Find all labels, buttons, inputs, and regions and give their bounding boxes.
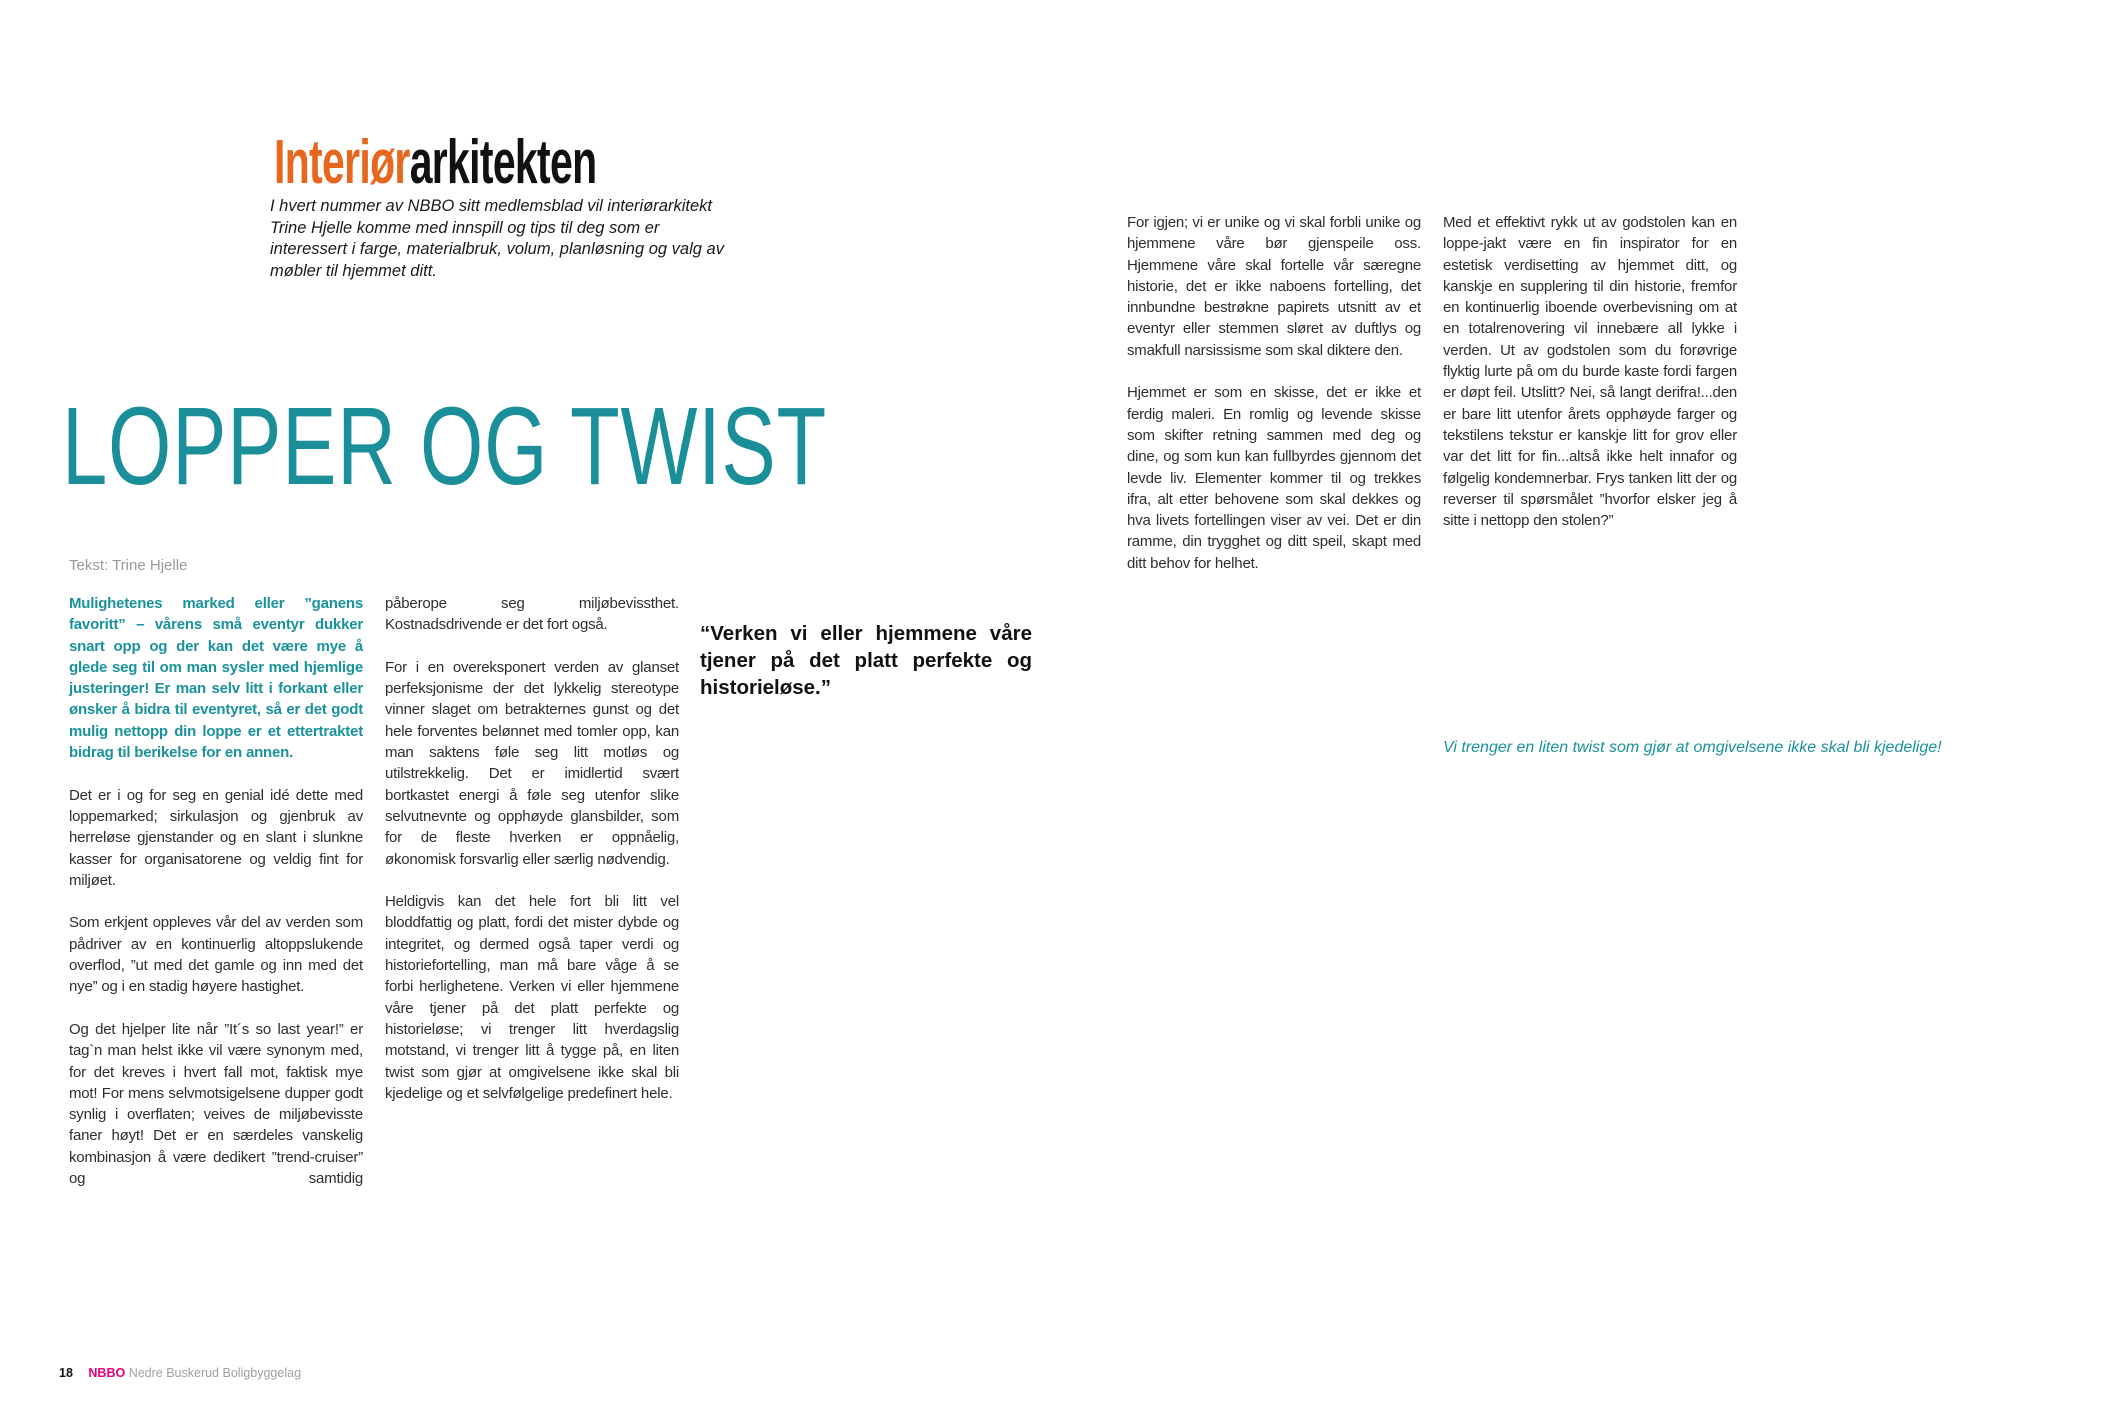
text-column-1: Mulighetenes marked eller ”ganens favori… <box>69 593 363 1211</box>
image-caption: Vi trenger en liten twist som gjør at om… <box>1443 739 1942 756</box>
intro-text: I hvert nummer av NBBO sitt medlemsblad … <box>270 197 724 280</box>
paragraph: Og det hjelper lite når ”It´s so last ye… <box>69 1020 363 1188</box>
paragraph: For igjen; vi er unike og vi skal forbli… <box>1127 214 1421 359</box>
page-footer: 18 NBBO Nedre Buskerud Boligbyggelag <box>59 1366 301 1380</box>
text-column-4: Med et effektivt rykk ut av godstolen ka… <box>1443 212 1737 553</box>
paragraph: påberope seg miljøbevissthet. Kostnadsdr… <box>385 595 679 634</box>
paragraph: For i en overeksponert verden av glanset… <box>385 658 679 868</box>
organization-name: Nedre Buskerud Boligbyggelag <box>128 1366 302 1380</box>
byline: Tekst: Trine Hjelle <box>69 557 188 574</box>
brand-name: NBBO <box>88 1366 126 1380</box>
pull-quote: “Verken vi eller hjemmene våre tjener på… <box>700 622 1032 699</box>
paragraph: Heldigvis kan det hele fort bli litt vel… <box>385 893 679 1102</box>
text-column-3: For igjen; vi er unike og vi skal forbli… <box>1127 212 1421 595</box>
section-kicker: Interiørarkitekten <box>274 128 597 198</box>
paragraph: Med et effektivt rykk ut av godstolen ka… <box>1443 214 1737 530</box>
kicker-orange: Interiør <box>274 128 410 197</box>
kicker-black: arkitekten <box>409 128 597 197</box>
lead-paragraph: Mulighetenes marked eller ”ganens favori… <box>69 595 363 762</box>
page-number: 18 <box>59 1366 73 1380</box>
paragraph: Det er i og for seg en genial idé dette … <box>69 786 363 889</box>
text-column-2: påberope seg miljøbevissthet. Kostnadsdr… <box>385 593 679 1125</box>
article-headline: LOPPER OG TWIST <box>62 385 827 508</box>
paragraph: Som erkjent oppleves vår del av verden s… <box>69 914 363 996</box>
paragraph: Hjemmet er som en skisse, det er ikke et… <box>1127 384 1421 572</box>
